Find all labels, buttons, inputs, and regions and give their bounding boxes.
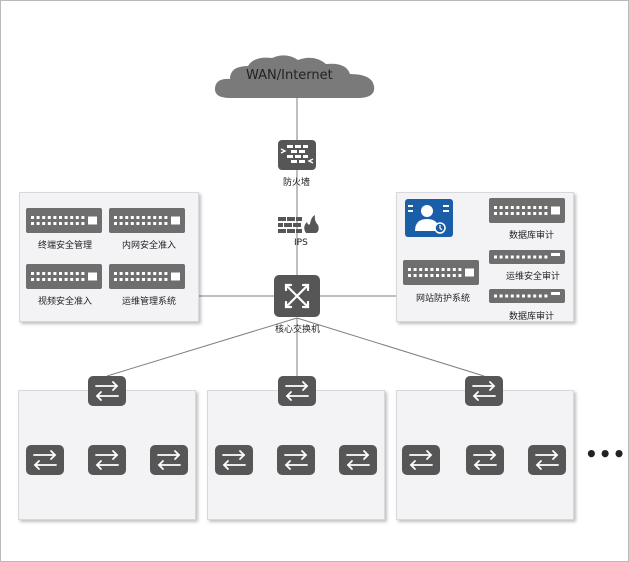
right-item-4-label: 数据库审计 — [509, 312, 555, 322]
edge-switch-6 — [339, 445, 377, 475]
ips-icon — [278, 215, 319, 233]
switch-arrows-icon — [473, 450, 497, 470]
switch-arrows-icon — [535, 450, 559, 470]
access-switch-left — [88, 376, 126, 406]
left-item-3-label: 视频安全准入 — [38, 297, 93, 307]
user-admin-icon — [408, 205, 449, 234]
db-audit-device-1 — [489, 198, 565, 223]
terminal-security-device — [26, 208, 102, 233]
switch-arrows-icon — [285, 381, 309, 401]
ops-management-device — [109, 264, 185, 289]
db-audit-device-2 — [489, 289, 565, 303]
line-core-to-access-left — [106, 317, 298, 377]
left-item-2-label: 内网安全准入 — [122, 241, 177, 251]
access-switch-right — [465, 376, 503, 406]
edge-switch-5 — [277, 445, 315, 475]
switch-arrows-icon — [157, 450, 181, 470]
edge-switch-4 — [215, 445, 253, 475]
switch-arrows-icon — [472, 381, 496, 401]
more-indicator: ••• — [585, 442, 627, 466]
firewall-label: 防火墙 — [283, 178, 311, 188]
switch-arrows-icon — [222, 450, 246, 470]
left-item-4-label: 运维管理系统 — [122, 297, 177, 307]
intranet-access-device — [109, 208, 185, 233]
right-item-2-label: 运维安全审计 — [506, 272, 561, 282]
edge-switch-1 — [26, 445, 64, 475]
core-switch-label: 核心交换机 — [275, 325, 321, 335]
firewall-device — [278, 140, 316, 170]
switch-arrows-icon — [409, 450, 433, 470]
core-switch-device — [274, 275, 320, 317]
switch-arrows-icon — [284, 450, 308, 470]
switch-arrows-icon — [346, 450, 370, 470]
core-switch-icon — [284, 283, 310, 309]
ops-audit-device — [489, 250, 565, 264]
cloud-icon — [214, 55, 375, 98]
right-item-1-label: 数据库审计 — [509, 231, 555, 241]
line-core-to-access-right — [296, 317, 485, 377]
web-protection-app — [405, 199, 453, 237]
web-protection-device — [403, 260, 479, 285]
switch-arrows-icon — [95, 381, 119, 401]
cloud-label: WAN/Internet — [246, 68, 333, 83]
edge-switch-9 — [528, 445, 566, 475]
firewall-icon — [280, 145, 314, 164]
ips-label: IPS — [294, 238, 308, 248]
switch-arrows-icon — [95, 450, 119, 470]
edge-switch-3 — [150, 445, 188, 475]
edge-switch-2 — [88, 445, 126, 475]
right-item-3-label: 网站防护系统 — [416, 294, 471, 304]
left-item-1-label: 终端安全管理 — [38, 241, 93, 251]
edge-switch-8 — [466, 445, 504, 475]
switch-arrows-icon — [33, 450, 57, 470]
video-access-device — [26, 264, 102, 289]
edge-switch-7 — [402, 445, 440, 475]
access-switch-middle — [278, 376, 316, 406]
